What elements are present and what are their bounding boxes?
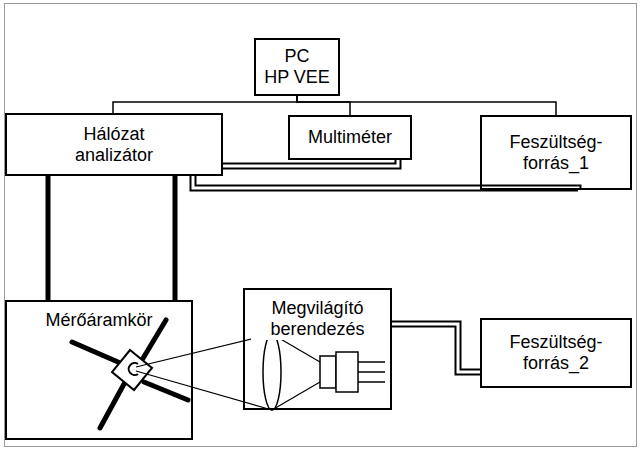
cable [48, 176, 49, 300]
device-box: Megvilágító berendezés [243, 288, 392, 410]
device-box: Hálózat analizátor [5, 113, 223, 176]
device-box: Mérőáramkör [5, 300, 193, 440]
wire-stroke [173, 176, 178, 300]
cable [113, 96, 297, 113]
sensor-body [112, 350, 152, 390]
device-box: PCHP VEE [254, 38, 340, 96]
wire-stroke [223, 160, 398, 166]
box-label: Multiméter [306, 127, 394, 148]
cable [297, 96, 350, 115]
cable [193, 176, 578, 190]
cable [223, 160, 398, 166]
box-label: HP VEE [262, 67, 332, 88]
box-label: Hálózat analizátor [57, 124, 171, 166]
led [320, 352, 385, 392]
wire-stroke [223, 160, 398, 166]
box-label: Feszültség-forrás_2 [494, 332, 618, 374]
box-label: Mérőáramkör [43, 310, 154, 331]
box-label: Feszültség-forrás_1 [494, 132, 618, 174]
wire-stroke [297, 96, 350, 115]
wire-stroke [392, 324, 480, 372]
box-label: PC [282, 46, 311, 67]
cable [392, 324, 480, 372]
box-label: Megvilágító berendezés [251, 298, 384, 340]
wire-stroke [297, 96, 556, 115]
wire-stroke [193, 176, 578, 190]
cable [175, 176, 176, 300]
cable [297, 96, 556, 115]
sensor-legs [72, 320, 188, 428]
device-box: Multiméter [288, 115, 412, 160]
sensor-window [129, 363, 138, 375]
wire-stroke [113, 96, 297, 113]
device-box: Feszültség-forrás_1 [480, 115, 632, 190]
wire-stroke [46, 176, 51, 300]
wire-stroke [392, 324, 480, 372]
lens [263, 334, 281, 410]
wire-stroke [193, 176, 578, 190]
light-beam [136, 334, 320, 410]
device-box: Feszültség-forrás_2 [480, 318, 632, 388]
